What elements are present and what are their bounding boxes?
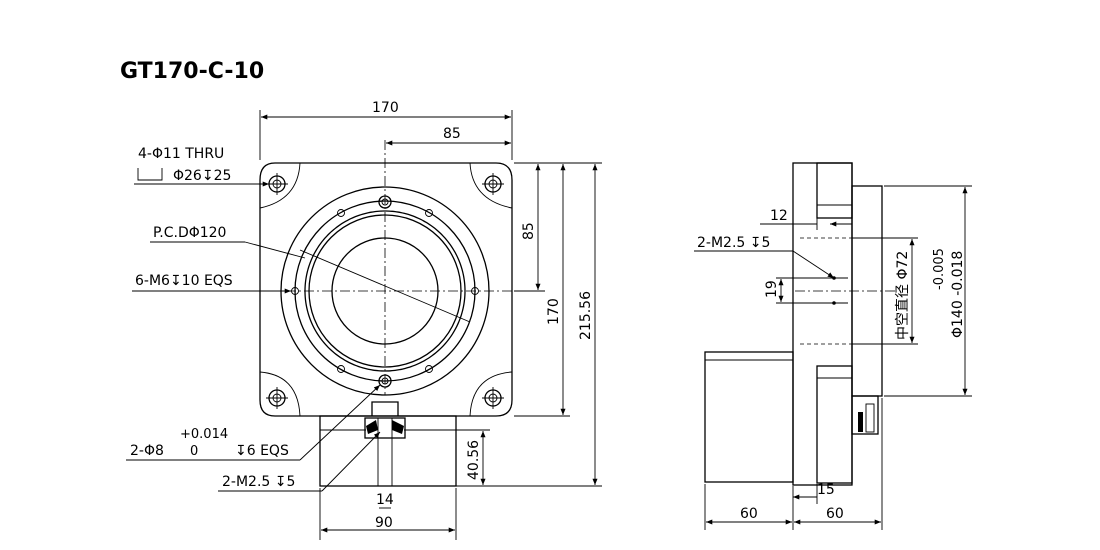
note-m25-holes-front: 2-M2.5 ↧5 [222,474,295,490]
note-m25-holes-side: 2-M2.5 ↧5 [697,235,770,251]
connector-hatch-left [366,420,378,434]
note-pin-tolerance: +0.014 [180,427,228,442]
connector-slot [377,417,393,487]
pcd-leader-diagonal [299,249,471,323]
mount-hole-tr [482,173,504,195]
side-view [704,162,895,486]
note-counterbore: Φ26↧25 [173,168,231,184]
counterbore-symbol [137,168,163,181]
note-pin-holes-prefix: 2-Φ8 [130,443,164,459]
dim-base-40: 40.56 [466,440,482,480]
note-pin-tolerance-lower: 0 [190,444,198,459]
dim-slot-14: 14 [376,492,394,508]
mount-hole-br [482,387,504,409]
note-mount-holes: 4-Φ11 THRU [138,146,224,162]
front-body-outline [259,162,513,417]
corner-notch-bl [259,371,301,417]
dim-width-85: 85 [443,126,461,142]
dim-left-depth-60: 60 [740,506,758,522]
note-flange-tol-upper: -0.005 [932,248,947,290]
dim-height-215: 215.56 [578,291,594,340]
front-dimensions: 170 85 85 170 215.56 40.56 90 14 4-Φ11 T… [126,100,602,540]
bottom-base-block [319,415,457,487]
drawing-title: GT170-C-10 [120,59,264,84]
connector-hatch-right [392,420,404,434]
side-connector [851,395,879,435]
note-flange-diameter: Φ140 -0.018 [950,251,966,338]
dim-bottom-gap-15: 15 [817,482,835,498]
mount-hole-tl [266,173,288,195]
side-dimensions: 12 2-M2.5 ↧5 19 中空直径 Φ72 -0.005 Φ140 -0.… [694,185,972,530]
dim-flange-step-12: 12 [770,208,788,224]
mount-hole-bl [266,387,288,409]
corner-notch-tl [259,162,301,209]
front-view [250,140,520,487]
note-bore-diameter: 中空直径 Φ72 [894,251,911,340]
dim-hole-spacing-19: 19 [764,280,780,298]
note-pcd: P.C.DΦ120 [153,225,226,241]
corner-notch-tr [469,162,513,209]
side-upper-step [816,162,853,219]
dim-right-depth-60: 60 [826,506,844,522]
side-motor-body [704,351,794,483]
dim-height-170: 170 [546,298,562,325]
dim-bottom-90: 90 [375,515,393,531]
side-lower-step [816,365,853,484]
side-flange-plate [792,162,853,486]
dim-height-85: 85 [521,222,537,240]
dim-width-170: 170 [372,100,399,116]
note-tapped-holes: 6-M6↧10 EQS [135,273,233,289]
note-pin-holes-suffix: ↧6 EQS [235,443,289,459]
corner-notch-br [469,371,513,417]
connector-outline [371,401,399,416]
side-connector-pin [858,412,863,432]
